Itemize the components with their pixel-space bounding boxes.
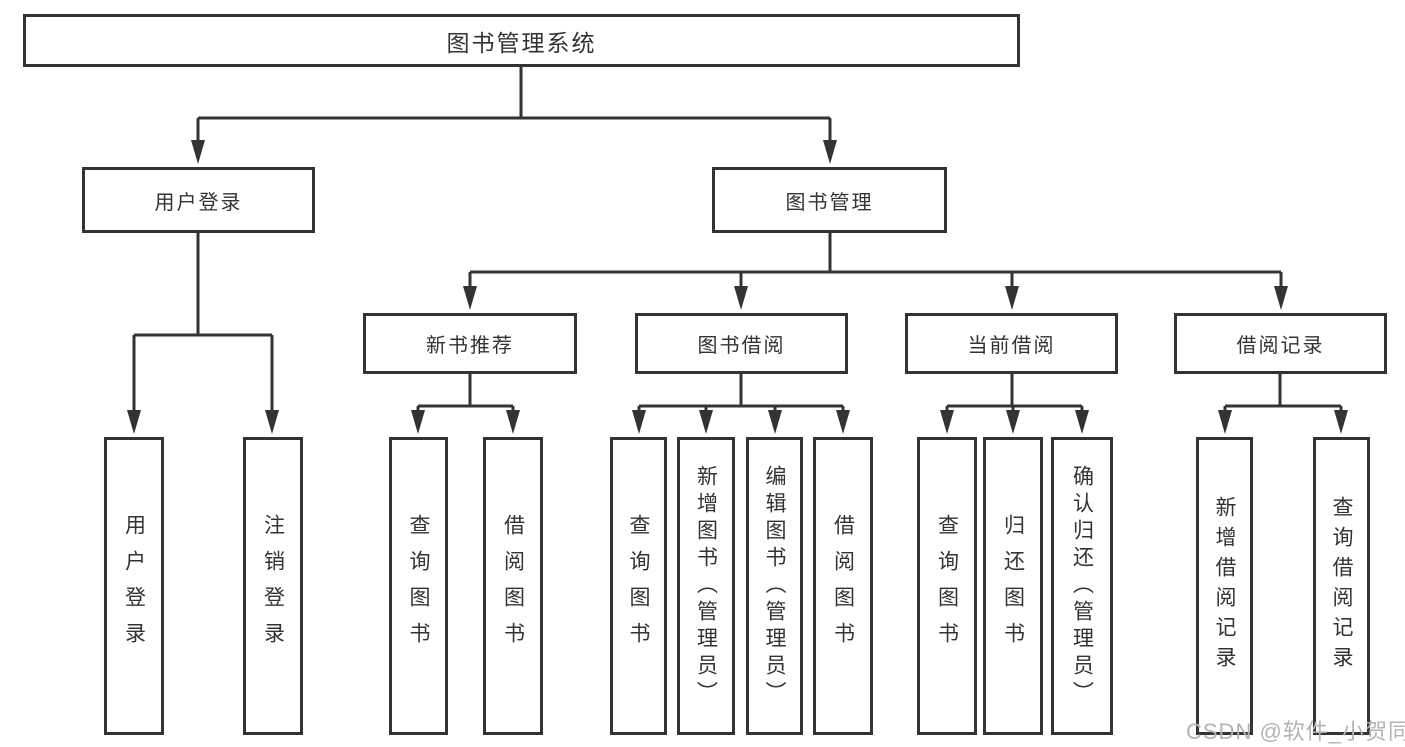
node-label: 查询图书 xyxy=(407,514,430,658)
arrow-to-leaf-logout xyxy=(265,410,279,434)
leaf-newrec-borrow-books: 借阅图书 xyxy=(483,437,543,735)
arrow-to-user-login xyxy=(191,140,205,164)
node-book-management: 图书管理 xyxy=(712,167,947,233)
node-label: 归还图书 xyxy=(1001,514,1025,658)
wire-root-split xyxy=(196,67,832,145)
node-label: 查询图书 xyxy=(935,514,959,658)
arrow-to-book-management xyxy=(823,140,837,164)
leaf-current-confirm-return-admin: 确认归还（管理员） xyxy=(1051,437,1113,735)
node-label: 注销登录 xyxy=(261,514,285,658)
node-label: 查询借阅记录 xyxy=(1330,496,1353,676)
arrow-to-borrow-edit xyxy=(768,410,782,434)
node-label: 确认归还（管理员） xyxy=(1070,464,1094,708)
leaf-current-query-books: 查询图书 xyxy=(917,437,977,735)
arrow-to-current-confirm xyxy=(1075,410,1089,434)
node-root: 图书管理系统 xyxy=(23,14,1020,67)
leaf-newrec-query-books: 查询图书 xyxy=(389,437,448,735)
node-label: 图书管理 xyxy=(785,191,874,214)
arrow-to-book-borrowing xyxy=(734,286,748,310)
arrow-to-borrow-add xyxy=(699,410,713,434)
watermark: CSDN @软件_小贺同学 xyxy=(1186,719,1405,744)
wire-user-login-split xyxy=(132,233,274,415)
leaf-records-add-record: 新增借阅记录 xyxy=(1196,437,1253,735)
node-label: 图书管理系统 xyxy=(446,29,597,56)
leaf-logout: 注销登录 xyxy=(243,437,303,735)
node-label: 新增借阅记录 xyxy=(1213,496,1236,676)
node-user-login: 用户登录 xyxy=(82,167,315,233)
node-label: 编辑图书（管理员） xyxy=(763,464,786,708)
wire-book-management-split xyxy=(468,233,1283,291)
leaf-user-login: 用户登录 xyxy=(104,437,164,735)
wire-borrowing-records-split xyxy=(1223,374,1343,415)
arrow-to-leaf-user-login xyxy=(127,410,141,434)
arrow-to-records-query xyxy=(1334,410,1348,434)
arrow-to-current-return xyxy=(1006,410,1020,434)
leaf-borrow-add-books-admin: 新增图书（管理员） xyxy=(677,437,735,735)
leaf-borrow-query-books: 查询图书 xyxy=(610,437,667,735)
node-label: 查询图书 xyxy=(627,514,650,658)
node-label: 借阅记录 xyxy=(1236,335,1325,357)
arrow-to-current-borrowing xyxy=(1005,286,1019,310)
node-label: 当前借阅 xyxy=(967,335,1056,357)
wire-new-book-recommend-split xyxy=(416,374,515,415)
arrow-to-records-add xyxy=(1218,410,1232,434)
arrow-to-borrow-query xyxy=(632,410,646,434)
leaf-current-return-books: 归还图书 xyxy=(983,437,1043,735)
wire-book-borrowing-split xyxy=(637,374,845,415)
arrow-to-borrow-borrow xyxy=(836,410,850,434)
leaf-records-query-record: 查询借阅记录 xyxy=(1313,437,1370,735)
node-label: 借阅图书 xyxy=(831,514,855,658)
wire-current-borrowing-split xyxy=(945,374,1084,415)
node-label: 新增图书（管理员） xyxy=(694,464,718,708)
leaf-borrow-edit-books-admin: 编辑图书（管理员） xyxy=(746,437,803,735)
node-label: 图书借阅 xyxy=(697,335,786,357)
node-label: 新书推荐 xyxy=(426,335,514,357)
arrow-to-newrec-borrow xyxy=(506,410,520,434)
arrow-to-newrec-query xyxy=(411,410,425,434)
arrow-to-new-book-recommend xyxy=(463,286,477,310)
node-current-borrowing: 当前借阅 xyxy=(905,313,1118,374)
node-book-borrowing: 图书借阅 xyxy=(635,313,848,374)
node-label: 用户登录 xyxy=(154,191,243,214)
node-label: 借阅图书 xyxy=(501,514,525,658)
node-borrowing-records: 借阅记录 xyxy=(1174,313,1387,374)
leaf-borrow-borrow-books: 借阅图书 xyxy=(813,437,873,735)
node-new-book-recommend: 新书推荐 xyxy=(363,313,577,374)
arrow-to-current-query xyxy=(940,410,954,434)
node-label: 用户登录 xyxy=(122,514,146,658)
arrow-to-borrowing-records xyxy=(1274,286,1288,310)
